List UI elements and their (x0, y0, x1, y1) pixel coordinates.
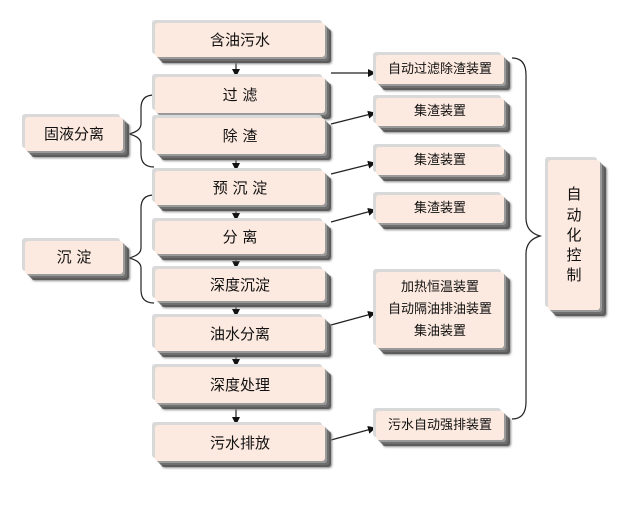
brace-sedimentation (128, 194, 155, 304)
device-auto-filter-slag-removal: 自动过滤除渣装置 (376, 55, 504, 84)
device-heating-thermostat: 加热恒温装置 (400, 279, 479, 295)
control-char-4: 控 (566, 246, 582, 265)
step-deep-treatment: 深度处理 (155, 367, 325, 403)
step-oily-wastewater: 含油污水 (155, 23, 325, 57)
step-oil-water-separation: 油水分离 (155, 317, 325, 351)
brace-solid-liquid (128, 94, 155, 168)
step-deep-sedimentation: 深度沉淀 (155, 269, 325, 301)
arrow-right-2 (330, 110, 376, 125)
step-separation: 分 离 (155, 221, 325, 254)
group-solid-liquid-separation: 固液分离 (25, 117, 123, 151)
step-slag-removal: 除 渣 (155, 118, 325, 154)
control-char-3: 化 (566, 225, 582, 244)
device-slag-collector-3: 集渣装置 (376, 195, 504, 223)
automation-control: 自 动 化 控 制 (548, 160, 600, 310)
group-sedimentation: 沉 淀 (25, 241, 123, 274)
brace-control (511, 57, 543, 420)
step-wastewater-discharge: 污水排放 (155, 425, 325, 461)
arrow-right-3 (330, 160, 376, 175)
arrow-right-6 (330, 425, 376, 441)
control-char-2: 动 (566, 205, 582, 224)
device-oil-group: 加热恒温装置 自动隔油排油装置 集油装置 (376, 272, 504, 348)
control-char-5: 制 (566, 266, 582, 285)
device-oil-collector: 集油装置 (413, 324, 466, 340)
device-slag-collector-1: 集渣装置 (376, 98, 504, 126)
arrow-right-5 (330, 310, 376, 326)
device-forced-discharge: 污水自动强排装置 (376, 411, 504, 440)
step-filtration: 过 滤 (155, 77, 325, 113)
arrow-right-4 (330, 207, 376, 223)
control-char-1: 自 (566, 185, 582, 204)
device-slag-collector-2: 集渣装置 (376, 147, 504, 175)
step-pre-sedimentation: 预 沉 淀 (155, 171, 325, 205)
device-auto-oil-separation-discharge: 自动隔油排油装置 (387, 301, 492, 317)
